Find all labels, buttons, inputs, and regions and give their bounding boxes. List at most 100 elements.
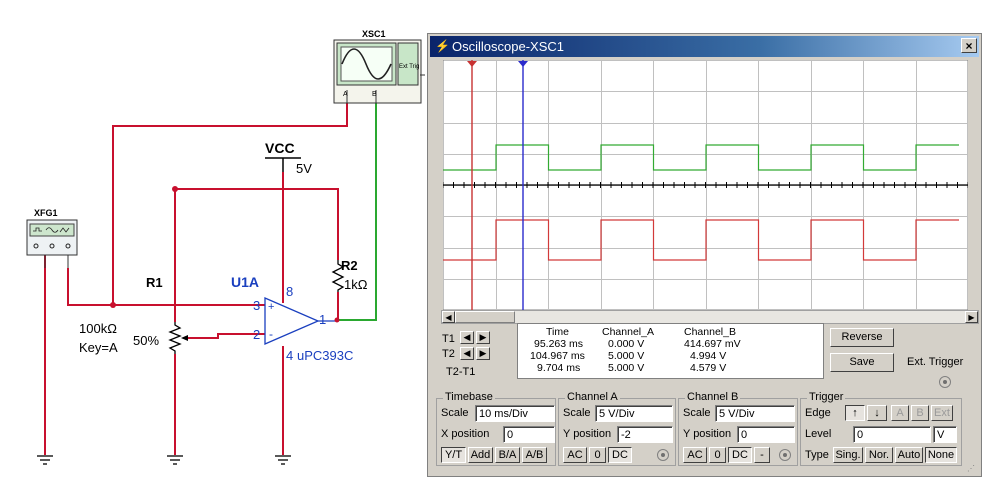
edge-falling-button[interactable]: ↓ xyxy=(867,405,887,421)
channel-a-title: Channel A xyxy=(565,391,620,403)
pin1-label: 1 xyxy=(319,312,326,327)
r1-value: 100kΩ xyxy=(79,321,117,336)
timebase-scale-label: Scale xyxy=(441,407,469,419)
wire-r1-wiper xyxy=(184,333,265,339)
r1-key: Key=A xyxy=(79,340,118,355)
channel-a-trace xyxy=(443,219,959,261)
oscilloscope-window: ⚡ Oscilloscope-XSC1 × ◀ ▶ T1 ◀ ▶ T2 ◀ ▶ … xyxy=(427,33,982,477)
channel-a-ypos-field[interactable]: -2 xyxy=(617,426,673,443)
readout-header-time: Time xyxy=(546,326,569,338)
resize-grip-icon[interactable]: ⋰ xyxy=(967,464,975,473)
edge-rising-button[interactable]: ↑ xyxy=(845,405,865,421)
channel-b-ac-button[interactable]: AC xyxy=(683,447,707,463)
falling-edge-icon: ↓ xyxy=(874,407,880,419)
xsc1-instrument[interactable] xyxy=(333,39,425,104)
trigger-none-button[interactable]: None xyxy=(925,447,957,463)
scroll-right-button[interactable]: ▶ xyxy=(965,311,978,323)
junction-dot xyxy=(172,186,178,192)
wire-scope-b xyxy=(335,103,377,321)
readout-delta-a: 5.000 V xyxy=(608,362,645,374)
cursor-readout: Time Channel_A Channel_B 95.263 ms 0.000… xyxy=(517,323,824,379)
cursor-t1-handle xyxy=(467,61,477,67)
scroll-thumb[interactable] xyxy=(455,311,515,323)
readout-t1-b: 414.697 mV xyxy=(684,338,741,350)
channel-b-ypos-field[interactable]: 0 xyxy=(737,426,795,443)
t1-right-button[interactable]: ▶ xyxy=(476,331,490,344)
horizontal-scrollbar[interactable]: ◀ ▶ xyxy=(441,310,979,324)
channel-b-zero-button[interactable]: 0 xyxy=(709,447,726,463)
wire-vcc-rail xyxy=(175,188,339,260)
mode-ba-button[interactable]: B/A xyxy=(495,447,520,463)
readout-delta-b: 4.579 V xyxy=(690,362,727,374)
channel-b-scale-field[interactable]: 5 V/Div xyxy=(715,405,795,422)
pin3-label: 3 xyxy=(253,298,260,313)
trigger-source-b-button[interactable]: B xyxy=(911,405,929,421)
channel-a-dc-button[interactable]: DC xyxy=(608,447,632,463)
close-button[interactable]: × xyxy=(961,38,977,53)
ground-symbol xyxy=(37,455,53,465)
u1-part: uPC393C xyxy=(297,348,353,363)
channel-b-dc-button[interactable]: DC xyxy=(728,447,752,463)
t2-right-button[interactable]: ▶ xyxy=(476,347,490,360)
readout-header-channel-b: Channel_B xyxy=(684,326,736,338)
ext-trigger-terminal[interactable] xyxy=(939,376,951,388)
channel-b-title: Channel B xyxy=(685,391,741,403)
opamp-plus: + xyxy=(268,301,274,313)
mode-add-button[interactable]: Add xyxy=(468,447,493,463)
pin2-label: 2 xyxy=(253,327,260,342)
xfg1-instrument[interactable] xyxy=(26,219,78,268)
trigger-source-a-button[interactable]: A xyxy=(891,405,909,421)
readout-header-channel-a: Channel_A xyxy=(602,326,654,338)
level-unit-field[interactable]: V xyxy=(933,426,957,443)
readout-t1-time: 95.263 ms xyxy=(534,338,584,350)
title-bar[interactable]: ⚡ Oscilloscope-XSC1 × xyxy=(430,36,979,57)
level-field[interactable]: 0 xyxy=(853,426,931,443)
r1-wiper-arrow xyxy=(181,335,188,341)
junction-dot xyxy=(110,302,116,308)
rising-edge-icon: ↑ xyxy=(852,407,858,419)
channel-a-scale-label: Scale xyxy=(563,407,591,419)
xsc1-label: XSC1 xyxy=(362,29,386,39)
xposition-label: X position xyxy=(441,428,490,440)
t1-left-button[interactable]: ◀ xyxy=(460,331,474,344)
scope-screen[interactable] xyxy=(443,60,968,310)
r2-resistor[interactable] xyxy=(331,260,345,292)
xfg1-label: XFG1 xyxy=(34,208,58,218)
readout-t2-time: 104.967 ms xyxy=(530,350,585,362)
channel-a-scale-field[interactable]: 5 V/Div xyxy=(595,405,673,422)
ground-symbol xyxy=(167,455,183,465)
timebase-scale-field[interactable]: 10 ms/Div xyxy=(475,405,555,422)
channel-a-terminal[interactable] xyxy=(657,449,669,461)
opamp-symbol[interactable] xyxy=(264,297,320,345)
opamp-minus: - xyxy=(269,327,273,341)
xposition-field[interactable]: 0 xyxy=(503,426,555,443)
t1-label: T1 xyxy=(442,333,455,345)
edge-label: Edge xyxy=(805,407,831,419)
vcc-value: 5V xyxy=(296,161,312,176)
channel-a-zero-button[interactable]: 0 xyxy=(589,447,606,463)
pin8-label: 8 xyxy=(286,284,293,299)
cursors[interactable] xyxy=(467,60,528,310)
reverse-button[interactable]: Reverse xyxy=(830,328,894,347)
trigger-source-ext-button[interactable]: Ext xyxy=(931,405,953,421)
traces xyxy=(443,144,959,261)
channel-b-terminal[interactable] xyxy=(779,449,791,461)
trigger-normal-button[interactable]: Nor. xyxy=(865,447,893,463)
pin4-label: 4 xyxy=(286,348,293,363)
save-button[interactable]: Save xyxy=(830,353,894,372)
trigger-single-button[interactable]: Sing. xyxy=(833,447,863,463)
channel-b-group: Channel B Scale 5 V/Div Y position 0 AC … xyxy=(678,391,798,466)
trigger-auto-button[interactable]: Auto xyxy=(895,447,923,463)
mode-ab-button[interactable]: A/B xyxy=(522,447,547,463)
channel-a-ac-button[interactable]: AC xyxy=(563,447,587,463)
channel-b-invert-button[interactable]: - xyxy=(754,447,770,463)
screen-grid xyxy=(443,60,968,310)
readout-t1-a: 0.000 V xyxy=(608,338,645,350)
r1-potentiometer[interactable] xyxy=(168,322,182,354)
type-label: Type xyxy=(805,449,829,461)
t2-left-button[interactable]: ◀ xyxy=(460,347,474,360)
mode-yt-button[interactable]: Y/T xyxy=(441,447,466,463)
scroll-left-button[interactable]: ◀ xyxy=(442,311,455,323)
circuit-schematic: XSC1 Ext Trig A B XFG1 VCC 5V R2 1kΩ R1 … xyxy=(26,29,425,465)
r1-label: R1 xyxy=(146,275,163,290)
